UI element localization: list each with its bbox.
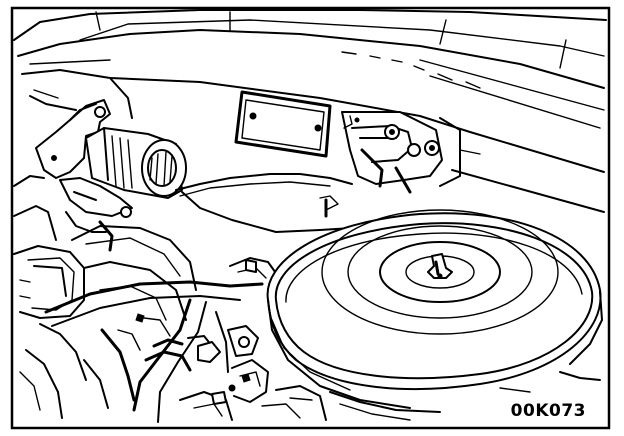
cowl-panel <box>13 9 607 213</box>
id-plate <box>234 90 332 158</box>
wiring-harness <box>175 173 353 233</box>
figure-code-label: 00K073 <box>511 401 586 421</box>
figure-frame <box>10 6 611 430</box>
strut-tower <box>13 175 85 319</box>
hoses <box>44 257 327 423</box>
lower-engine-parts <box>329 371 601 421</box>
brake-booster <box>19 225 197 419</box>
hood-latch <box>341 111 443 194</box>
wiper-motor <box>29 89 187 252</box>
air-cleaner <box>266 209 603 409</box>
